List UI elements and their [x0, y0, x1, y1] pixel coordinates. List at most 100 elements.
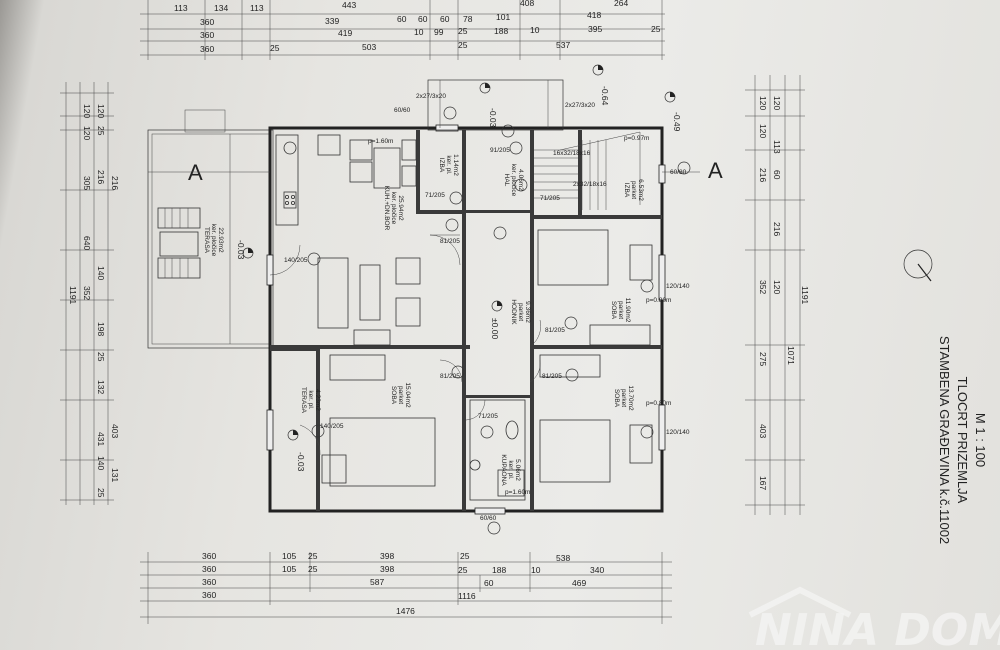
title-line-1: STAMBENA GRAĐEVINA k.č.11002 — [937, 336, 952, 544]
level-4: -0.03 — [296, 452, 306, 472]
dim-bottom-4-0: 1476 — [396, 606, 415, 616]
dim-right-0-0: 120 — [758, 96, 768, 110]
room-izba2-title: IZBA — [623, 183, 630, 198]
room-kupaona-title: KUPAONA — [500, 454, 507, 486]
dim-bottom-3-0: 360 — [202, 590, 216, 600]
dim-bottom-2-0: 360 — [202, 577, 216, 587]
top-dimension-lines: 113 134 113 443 408 264 360 339 60 60 60… — [140, 0, 665, 60]
dim-top-0-3: 443 — [342, 0, 356, 10]
terrace-furniture — [157, 207, 201, 279]
dim-bottom-0-0: 360 — [202, 551, 216, 561]
dim-right-0-4: 275 — [758, 352, 768, 366]
watermark-logo: NINA DOM — [748, 586, 1000, 650]
room-soba3-title: SOBA — [613, 389, 620, 408]
room-terasa-floor: ker. pločice — [210, 224, 217, 257]
dim-bottom-1-4: 25 — [458, 565, 468, 575]
dim-left-0-1: 120 — [82, 126, 92, 140]
room-kitchen-title: KUH.+DN.BOR — [383, 186, 390, 231]
dim-top-1-3: 60 — [418, 14, 428, 24]
dim-top-2-8: 25 — [651, 24, 661, 34]
dim-bottom-1-3: 398 — [380, 564, 394, 574]
sill-label-0: p=1.60m — [368, 138, 393, 145]
room-soba1-title: SOBA — [610, 301, 617, 320]
dim-right-1-4: 120 — [772, 280, 782, 294]
dim-top-0-1: 134 — [214, 3, 228, 13]
title-block: STAMBENA GRAĐEVINA k.č.11002 TLOCRT PRIZ… — [937, 336, 988, 544]
dim-bottom-0-3: 398 — [380, 551, 394, 561]
room-kitchen: KUH.+DN.BOR ker. pločice 25.94m2 — [383, 186, 404, 231]
room-soba2-title: SOBA — [390, 386, 397, 405]
door-label-2: 81/205 — [440, 373, 460, 380]
dim-top-0-5: 264 — [614, 0, 628, 8]
window-label-8: 2x27/3x20 — [416, 93, 446, 100]
dim-bottom-2-1: 587 — [370, 577, 384, 587]
dim-top-1-1: 339 — [325, 16, 339, 26]
dim-top-2-1: 419 — [338, 28, 352, 38]
dim-top-3-4: 537 — [556, 40, 570, 50]
room-soba2-floor: parket — [397, 386, 404, 404]
level-markers: -0.03 -0.64 -0.49 ±0.00 -0.03 -0.03 — [236, 64, 682, 472]
room-izba2-floor: parket — [630, 181, 637, 199]
building-walls — [266, 124, 666, 515]
dim-bottom-1-1: 105 — [282, 564, 296, 574]
dim-top-0-4: 408 — [520, 0, 534, 8]
room-soba1-floor: parket — [617, 301, 624, 319]
dim-top-1-0: 360 — [200, 17, 214, 27]
window-label-4: 120/140 — [666, 429, 690, 436]
room-kitchen-floor: ker. pločice — [390, 192, 397, 225]
room-hal-floor: ker. pločice — [510, 164, 517, 197]
sill-label-3: p=0.80m — [646, 400, 671, 407]
window-label-11: 2x32/18x16 — [573, 181, 607, 188]
room-hodnik-area: 9.36m2 — [524, 301, 531, 323]
level-0: -0.03 — [236, 240, 246, 260]
room-labels: TERASA ker. pločice 22.93m2 KUH.+DN.BOR … — [203, 154, 644, 486]
living-furniture — [317, 257, 421, 346]
room-soba3-floor: parket — [620, 389, 627, 407]
room-hodnik-floor: parket — [517, 303, 524, 321]
watermark-text: NINA DOM — [755, 605, 1000, 650]
sill-label-4: p=1.60m — [505, 489, 530, 496]
north-arrow-icon — [903, 249, 933, 282]
dim-left-1-7: 132 — [96, 380, 106, 394]
dim-left-1-8: 403 — [110, 424, 120, 438]
section-mark-west: A — [188, 160, 203, 185]
dim-left-1-5: 198 — [96, 322, 106, 336]
sill-label-2: p=0.80m — [646, 297, 671, 304]
door-label-9: 91/205 — [490, 147, 510, 154]
room-izba-small: IZBA ker. pl. 1.14m2 — [438, 154, 459, 176]
section-mark-east: A — [708, 158, 723, 183]
dim-bottom-0-2: 25 — [308, 551, 318, 561]
window-label-1: 60/60 — [480, 515, 497, 522]
room-hodnik: HODNIK parket 9.36m2 — [510, 299, 531, 325]
dim-top-2-4: 25 — [458, 26, 468, 36]
door-label-4: 71/205 — [425, 192, 445, 199]
dim-right-1-2: 60 — [772, 170, 782, 180]
room-soba-1: SOBA parket 11.90m2 — [610, 298, 631, 323]
dim-right-0-5: 403 — [758, 424, 768, 438]
room-hal-area: 4.06m2 — [517, 169, 524, 191]
sill-label-1: p=0.97m — [624, 135, 649, 142]
room-izba2-area: 6.53m2 — [637, 179, 644, 201]
dim-bottom-2-3: 469 — [572, 578, 586, 588]
dim-left-1-0: 120 — [96, 104, 106, 118]
dim-top-2-5: 188 — [494, 26, 508, 36]
window-openings — [266, 124, 666, 515]
room-kitchen-area: 25.94m2 — [397, 195, 404, 221]
bedroom-furniture — [321, 229, 653, 487]
room-izba-title: IZBA — [438, 158, 445, 173]
room-terasa-area: 22.93m2 — [217, 227, 224, 253]
room-hal: HAL ker. pločice 4.06m2 — [503, 164, 524, 197]
left-dimension-lines: 120 120 216 305 640 1191 120 25 216 140 … — [60, 82, 120, 505]
dim-top-2-7: 395 — [588, 24, 602, 34]
dim-top-2-2: 10 — [414, 27, 424, 37]
room-hodnik-title: HODNIK — [510, 299, 517, 325]
room-hal-title: HAL — [503, 174, 510, 187]
dim-left-0-3: 305 — [82, 176, 92, 190]
dim-top-3-1: 25 — [270, 43, 280, 53]
title-line-2: TLOCRT PRIZEMLJA — [955, 377, 970, 504]
room-kupaona-area: 5.06m2 — [514, 459, 521, 481]
dim-top-1-5: 78 — [463, 14, 473, 24]
dim-top-1-4: 60 — [440, 14, 450, 24]
level-2: -0.49 — [672, 112, 682, 132]
